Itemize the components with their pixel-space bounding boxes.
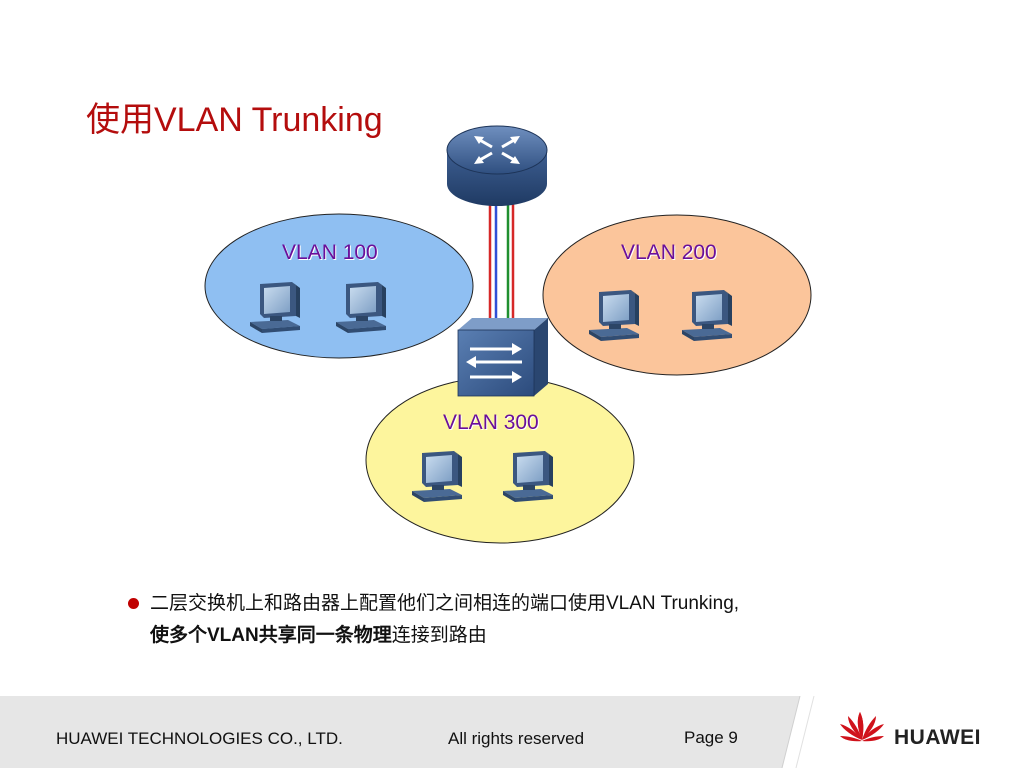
vlan-300-zone xyxy=(365,376,635,544)
footer: HUAWEI TECHNOLOGIES CO., LTD. All rights… xyxy=(0,696,1024,768)
vlan-200-zone xyxy=(542,214,812,376)
svg-text:VLAN 100: VLAN 100 xyxy=(283,242,379,265)
router-icon xyxy=(446,125,548,206)
footer-page-number: Page 9 xyxy=(684,728,738,747)
bullet-line-2-rest: 连接到路由 xyxy=(391,625,487,646)
svg-text:VLAN 300: VLAN 300 xyxy=(444,412,540,435)
bullet-dot-icon xyxy=(128,598,139,609)
footer-logo-panel xyxy=(781,696,1024,768)
footer-rights: All rights reserved xyxy=(448,729,585,748)
footer-brand: HUAWEI xyxy=(894,726,981,749)
vlan-200-label: VLAN 200 xyxy=(621,241,717,264)
trunk-link xyxy=(488,200,515,335)
vlan-100-label: VLAN 100 xyxy=(282,241,378,264)
bullet-line-2-bold: 使多个VLAN共享同一条物理 xyxy=(150,625,392,646)
slide-title: 使用VLAN Trunking xyxy=(86,101,383,139)
svg-text:VLAN 200: VLAN 200 xyxy=(622,242,718,265)
bullet-line-1: 二层交换机上和路由器上配置他们之间相连的端口使用VLAN Trunking, xyxy=(150,593,740,614)
footer-company: HUAWEI TECHNOLOGIES CO., LTD. xyxy=(56,729,343,748)
vlan-100-zone xyxy=(204,213,474,359)
bullet-point: 二层交换机上和路由器上配置他们之间相连的端口使用VLAN Trunking, 使… xyxy=(128,588,968,652)
huawei-logo-icon xyxy=(840,712,884,742)
bullet-text: 二层交换机上和路由器上配置他们之间相连的端口使用VLAN Trunking, 使… xyxy=(128,588,968,652)
network-diagram: VLAN 100 VLAN 100 VLAN 200 VLAN 200 VLAN… xyxy=(204,125,812,544)
vlan-300-label: VLAN 300 xyxy=(443,411,539,434)
switch-icon xyxy=(457,318,548,397)
